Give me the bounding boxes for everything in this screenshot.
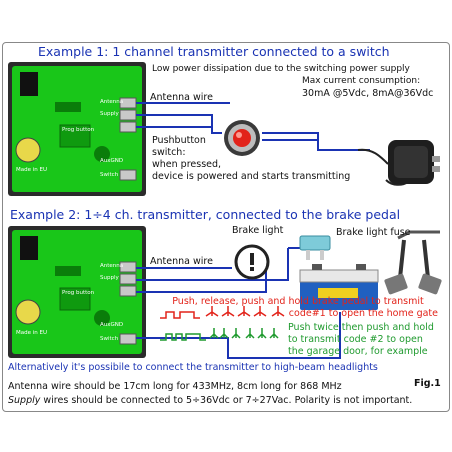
green-instruction-line1: Push twice then push and hold: [288, 322, 434, 333]
current-consumption-title: Max current consumption:: [302, 76, 421, 86]
pcb-board-1: [8, 62, 146, 196]
wires-example-1: [136, 102, 370, 151]
power-adapter-icon: [357, 140, 440, 186]
brake-light-fuse-label: Brake light fuse: [336, 227, 411, 238]
power-dissipation-note: Low power dissipation due to the switchi…: [152, 64, 410, 74]
supply-note-rest: wires should be connected to 5÷36Vdc or …: [40, 395, 413, 406]
example1-antenna-label: Antenna wire: [150, 92, 213, 103]
example1-title: Example 1: 1 channel transmitter connect…: [38, 44, 390, 59]
green-instruction-line2: to transmit code #2 to open: [288, 334, 423, 345]
pushbutton-line3: when pressed,: [152, 159, 222, 170]
pcb2-antenna-label: Antenna: [100, 263, 124, 269]
pcb2-auxgnd-label: AuxGND: [100, 322, 124, 328]
pcb1-supply-label: Supply: [100, 111, 119, 117]
figure-label: Fig.1: [414, 378, 441, 389]
antenna-length-note: Antenna wire should be 17cm long for 433…: [8, 381, 342, 392]
brake-light-label: Brake light: [232, 225, 284, 236]
battery-icon: [299, 264, 379, 310]
example2-title: Example 2: 1÷4 ch. transmitter, connecte…: [10, 207, 401, 222]
pedals-icon: [384, 230, 442, 295]
red-pulse-train: [160, 306, 285, 319]
supply-note-italic: Supply: [8, 395, 41, 406]
green-pulse-train: [160, 328, 279, 341]
brake-warning-icon: [234, 244, 270, 280]
pcb-board-2: [8, 226, 146, 358]
pcb2-switch-label: Switch: [100, 336, 119, 342]
figure-frame: [2, 42, 450, 412]
supply-note: Supply wires should be connected to 5÷36…: [8, 395, 412, 406]
pcb1-switch-label: Switch: [100, 172, 119, 178]
pushbutton-icon: [224, 120, 260, 156]
high-beam-note: Alternatively it's possibile to connect …: [8, 362, 378, 373]
pcb2-supply-label: Supply: [100, 275, 119, 281]
pcb1-made-in-label: Made in EU: [16, 167, 48, 173]
pcb1-antenna-label: Antenna: [100, 99, 124, 105]
fuse-icon: [299, 235, 331, 260]
pcb1-auxgnd-label: AuxGND: [100, 158, 124, 164]
pushbutton-line2: switch:: [152, 147, 186, 158]
current-consumption-values: 30mA @5Vdc, 8mA@36Vdc: [302, 88, 434, 99]
pushbutton-line1: Pushbutton: [152, 135, 206, 146]
pushbutton-line4: device is powered and starts transmittin…: [152, 171, 351, 182]
pcb2-made-in-label: Made in EU: [16, 330, 48, 336]
red-instruction-line1: Push, release, push and hold brake pedal…: [172, 296, 424, 307]
example2-antenna-label: Antenna wire: [150, 256, 213, 267]
green-instruction-line3: the garage door, for example: [288, 346, 428, 357]
pcb1-prog-button-label: Prog button: [62, 127, 95, 133]
pcb2-prog-button-label: Prog button: [62, 290, 95, 296]
red-instruction-line2: code#1 to open the home gate: [288, 308, 438, 319]
